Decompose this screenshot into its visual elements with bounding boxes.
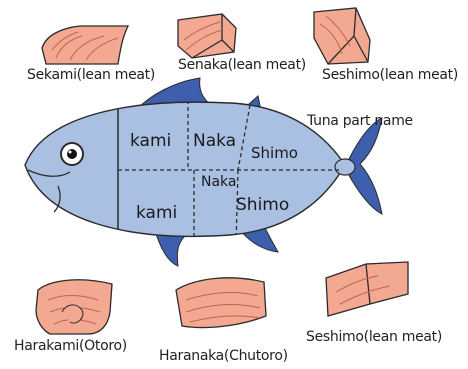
seshimo-bottom-meat-icon xyxy=(326,262,408,316)
label-sekami: Sekami(lean meat) xyxy=(27,67,155,83)
region-upper-kami: kami xyxy=(130,131,171,151)
seshimo-top-meat-icon xyxy=(314,8,370,64)
tail-peduncle xyxy=(335,159,355,175)
region-upper-naka: Naka xyxy=(193,131,236,151)
region-lower-naka: Naka xyxy=(201,174,237,190)
sekami-meat-icon xyxy=(42,26,128,64)
region-lower-shimo: Shimo xyxy=(236,195,289,215)
region-upper-shimo: Shimo xyxy=(251,144,298,162)
harakami-meat-icon xyxy=(36,280,112,334)
senaka-meat-icon xyxy=(178,14,236,58)
label-senaka: Senaka(lean meat) xyxy=(178,57,306,73)
label-haranaka: Haranaka(Chutoro) xyxy=(159,348,288,364)
pupil xyxy=(67,149,77,159)
fish-body xyxy=(25,102,345,236)
label-harakami: Harakami(Otoro) xyxy=(14,338,127,354)
label-seshimo-bottom: Seshimo(lean meat) xyxy=(306,329,442,345)
eye-highlight xyxy=(69,151,72,154)
label-seshimo-top: Seshimo(lean meat) xyxy=(322,67,458,83)
region-lower-kami: kami xyxy=(136,203,177,223)
haranaka-meat-icon xyxy=(176,278,266,328)
label-tuna-part-name: Tuna part name xyxy=(307,113,413,129)
